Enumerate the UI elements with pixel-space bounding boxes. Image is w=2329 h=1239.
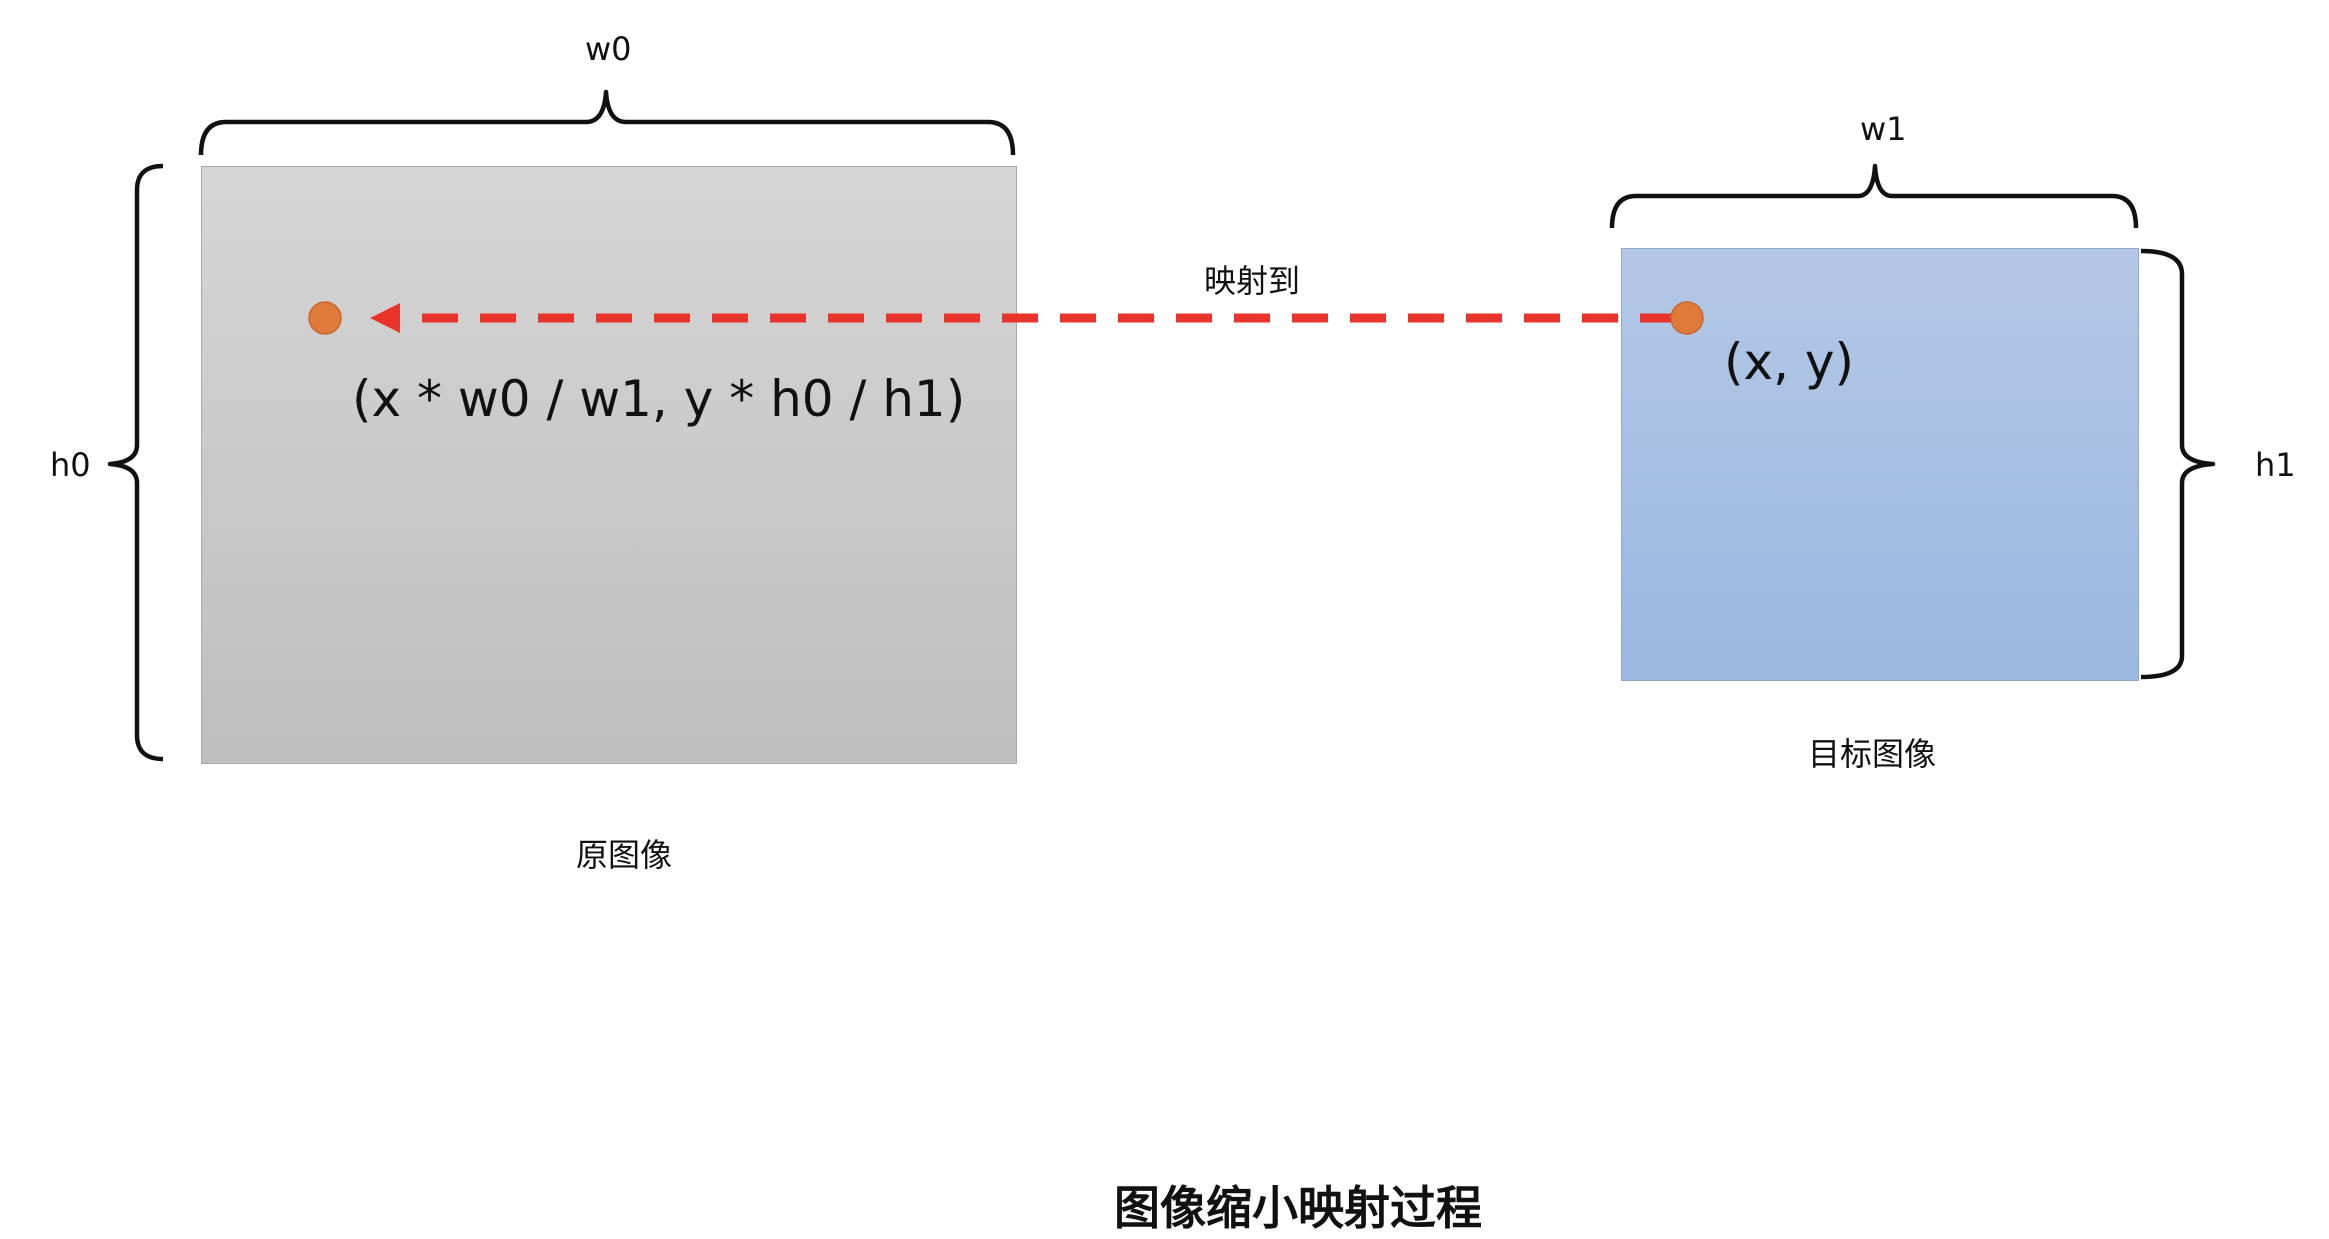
source-point — [308, 301, 342, 335]
w1-label: w1 — [1860, 110, 1907, 148]
target-image-caption: 目标图像 — [1808, 735, 1937, 773]
mapping-label: 映射到 — [1204, 262, 1301, 300]
w0-brace — [198, 89, 1016, 156]
target-point — [1670, 301, 1704, 335]
target-point-coordinates: (x, y) — [1724, 333, 1854, 391]
h1-brace — [2140, 248, 2216, 680]
target-image-rect — [1621, 248, 2139, 681]
source-image-rect — [201, 166, 1017, 764]
w1-brace — [1609, 163, 2139, 229]
diagram-title: 图像缩小映射过程 — [1114, 1181, 1482, 1235]
source-image-caption: 原图像 — [576, 836, 673, 874]
h1-label: h1 — [2255, 446, 2296, 484]
h0-brace — [107, 163, 164, 762]
w0-label: w0 — [585, 30, 632, 68]
source-point-formula: (x * w0 / w1, y * h0 / h1) — [352, 370, 966, 428]
mapping-arrow-head — [370, 303, 400, 333]
h0-label: h0 — [50, 446, 91, 484]
